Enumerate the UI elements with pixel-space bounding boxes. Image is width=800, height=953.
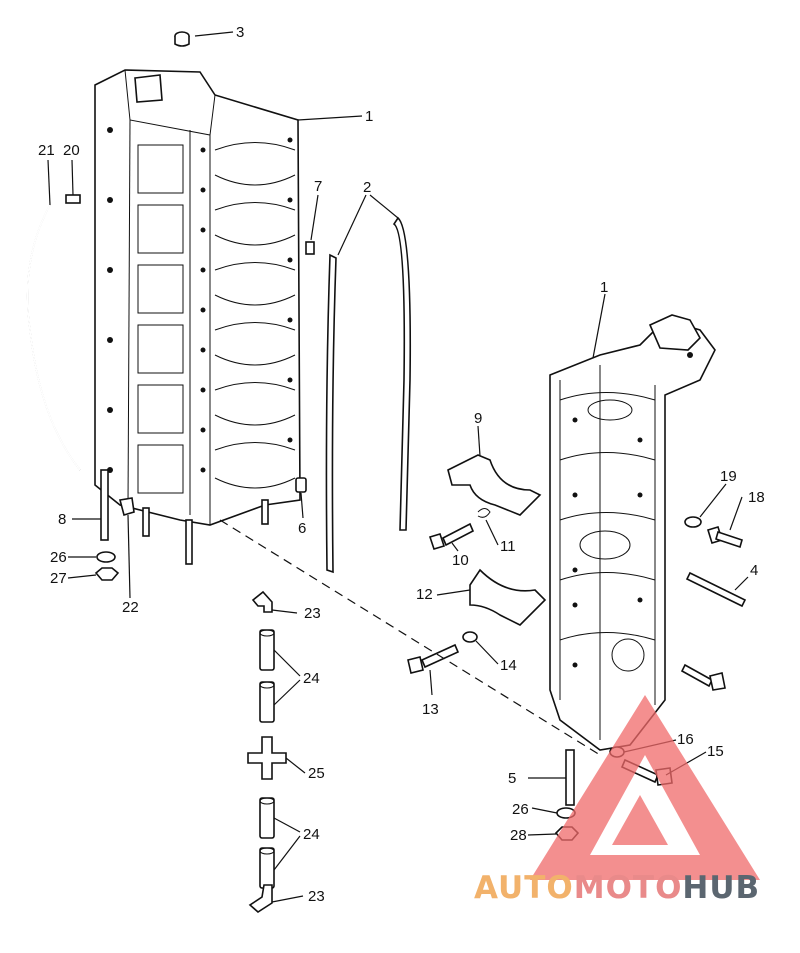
callout-6: 6	[298, 520, 306, 537]
callout-12: 12	[416, 586, 433, 603]
callout-1-top: 1	[365, 108, 373, 125]
callout-25: 25	[308, 765, 325, 782]
cylinder-block-left	[94, 69, 301, 565]
callout-20: 20	[63, 142, 80, 159]
callout-23-bottom: 23	[308, 888, 325, 905]
callout-4: 4	[750, 562, 758, 579]
callout-28: 28	[510, 827, 527, 844]
assembly-path-line	[219, 519, 601, 756]
callout-16: 16	[677, 731, 694, 748]
callout-27: 27	[50, 570, 67, 587]
callout-11: 11	[500, 538, 516, 555]
callout-labels: 1 1 2 3 4 5 6 7 8 9 10 11 12 13 14 15 16…	[38, 24, 765, 905]
callout-26-right: 26	[512, 801, 529, 818]
watermark-logo	[530, 695, 760, 880]
callout-2: 2	[363, 179, 371, 196]
drain-hose	[26, 194, 81, 471]
callout-24-top: 24	[303, 670, 320, 687]
callout-22: 22	[122, 599, 139, 616]
callout-3: 3	[236, 24, 244, 41]
crankcase-cover-right	[549, 314, 716, 751]
callout-8: 8	[58, 511, 66, 528]
callout-9: 9	[474, 410, 482, 427]
callout-5: 5	[508, 770, 516, 787]
callout-14: 14	[500, 657, 517, 674]
callout-18: 18	[748, 489, 765, 506]
callout-23-top: 23	[304, 605, 321, 622]
watermark-triangle-icon	[530, 695, 760, 880]
seal-strips	[325, 216, 412, 574]
callout-19: 19	[720, 468, 737, 485]
callout-26-left: 26	[50, 549, 67, 566]
watermark-inner-triangle-icon	[612, 795, 668, 845]
callout-15: 15	[707, 743, 724, 760]
callout-1-right: 1	[600, 279, 608, 296]
callout-24-bottom: 24	[303, 826, 320, 843]
callout-13: 13	[422, 701, 439, 718]
callout-21: 21	[38, 142, 55, 159]
watermark-text: AUTOMOTOHUB	[474, 870, 760, 906]
leader-lines	[47, 31, 749, 903]
callout-7: 7	[314, 178, 322, 195]
callout-10: 10	[452, 552, 469, 569]
